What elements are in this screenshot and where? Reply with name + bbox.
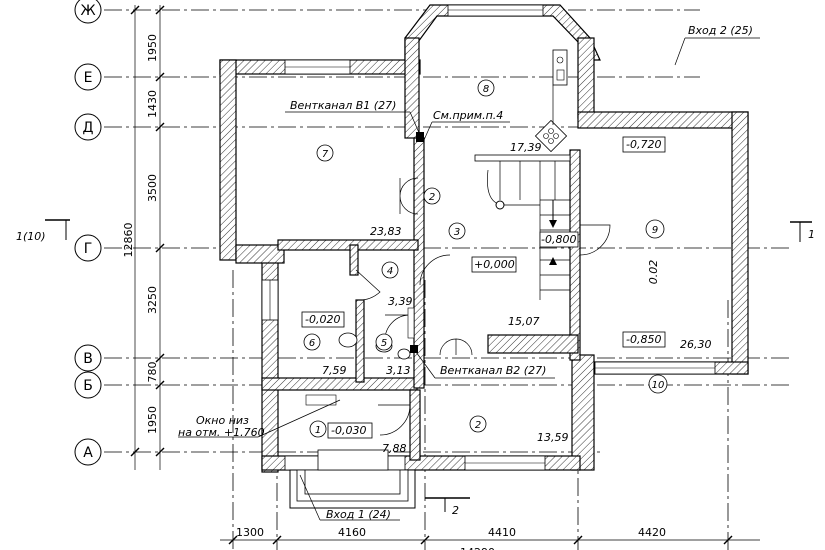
dim-4410: 4410 [488,526,516,539]
room-8-number: 8 [483,84,489,95]
room-7-number: 7 [322,149,329,160]
axis-bubble-b: Б [74,371,102,399]
axis-label-zh: Ж [80,3,95,19]
axis-bubble-zh: Ж [74,0,102,24]
dim-3250: 3250 [146,286,159,314]
room-2-area: 13,59 [537,431,569,444]
window-note-line2: на отм. +1.760 [178,426,265,439]
room-3-number: 3 [454,227,460,238]
room-6-area: 7,59 [322,364,347,377]
section-mark-right: 1 [790,221,815,242]
exterior-walls [219,4,749,473]
kitchen-fixtures [534,49,568,153]
dim-total-height: 12860 [122,223,135,258]
axis-label-b: Б [83,378,93,394]
vertical-dimension-chain: 1950 1430 3500 3250 780 1950 12860 [122,5,165,470]
level-boxes [301,136,666,439]
level-minus-0020: -0,020 [305,313,340,326]
section-label-left: 1(10) [16,230,46,243]
axis-label-g: Г [84,241,93,257]
dim-1300: 1300 [236,526,264,539]
dim-4160: 4160 [338,526,366,539]
room-4-area: 3,39 [388,295,413,308]
bottom-dimension-chain [220,497,760,545]
room-markers [303,79,668,438]
windows [261,4,716,471]
axis-bubble-a: А [74,438,102,466]
room-4-number: 4 [387,266,393,277]
axis-label-v: В [83,351,93,367]
dim-1950-top: 1950 [146,34,159,62]
room-3-area: 15,07 [508,315,540,328]
dim-1950-bottom: 1950 [146,406,159,434]
room-9-number: 9 [652,225,658,236]
dim-total-width: 14290 [460,546,495,550]
dim-4420: 4420 [638,526,666,539]
level-zero: +0,000 [474,258,515,271]
vent-b2-label: Вентканал В2 (27) [440,364,546,377]
see-note-label: См.прим.п.4 [433,109,503,122]
vent-b1-label: Вентканал В1 (27) [290,99,396,112]
level-minus-0030: -0,030 [331,424,366,437]
room-5-number: 5 [381,338,387,349]
slope-label: 0.02 [647,260,660,285]
level-minus-0800: -0,800 [541,233,576,246]
vent-channels [410,132,424,353]
dim-780: 780 [146,362,159,383]
room-10-number: 10 [652,380,665,391]
axis-bubble-v: В [74,344,102,372]
room-2-number: 2 [475,420,481,431]
room-7-area: 23,83 [370,225,402,238]
dim-1430: 1430 [146,90,159,118]
dim-3500: 3500 [146,174,159,202]
room-1-number: 1 [315,425,321,436]
section-mark-left: 1(10) [16,219,70,243]
level-minus-0720: -0,720 [626,138,661,151]
room-1-area: 7,88 [382,442,407,455]
door-2-number: 2 [429,192,435,203]
window-note-line1: Окно низ [196,414,249,427]
doors [355,177,611,436]
axis-bubble-g: Г [74,234,102,262]
room-6-number: 6 [309,338,315,349]
text-labels: Вход 2 (25) Вход 1 (24) Вентканал В1 (27… [178,24,753,550]
axis-label-e: Е [84,70,93,86]
entry-1-porch [289,449,416,509]
room-9-area: 26,30 [680,338,712,351]
axis-bubble-e: Е [74,63,102,91]
section-label-right: 1 [808,228,815,241]
entry-1-label: Вход 1 (24) [326,508,391,521]
room-5-area: 3,13 [386,364,411,377]
stair-mark-label: 2 [452,504,459,517]
axis-bubble-d: Д [74,113,102,141]
staircase [474,154,571,300]
room-8-area: 17,39 [510,141,542,154]
entry-2-label: Вход 2 (25) [688,24,753,37]
axis-label-d: Д [83,120,94,136]
level-minus-0850: -0,850 [626,333,661,346]
axis-label-a: А [83,445,93,461]
annotation-leaders [178,37,760,521]
